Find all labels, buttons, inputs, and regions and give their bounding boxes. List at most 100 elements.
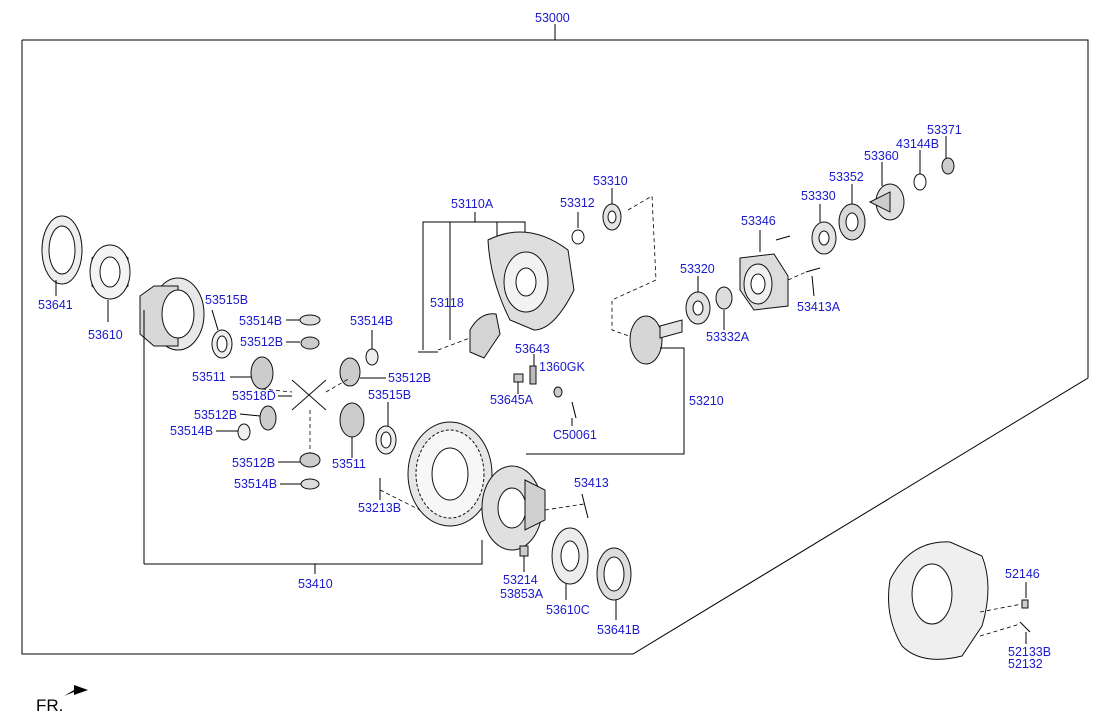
label-53511-a[interactable]: 53511 [192,370,226,384]
axle-housing-inset[interactable] [888,541,989,660]
label-53853A[interactable]: 53853A [500,587,544,601]
guide-line [379,489,421,511]
o-ring-43144B[interactable] [913,173,927,191]
differential-case-flange[interactable] [481,465,546,551]
label-1360GK[interactable]: 1360GK [539,360,586,374]
label-53413[interactable]: 53413 [574,476,609,490]
oil-seal-53352[interactable] [838,203,866,241]
label-53118[interactable]: 53118 [430,296,464,310]
label-43144B[interactable]: 43144B [896,137,939,151]
nut-53371[interactable] [941,157,955,175]
label-53512B-d[interactable]: 53512B [232,456,275,470]
lock-plate-53645A[interactable] [513,373,524,383]
guide-line [979,603,1023,613]
label-53514B-a[interactable]: 53514B [239,314,282,328]
differential-case[interactable] [139,277,205,351]
side-gear-53512B-a[interactable] [300,336,320,350]
label-53312[interactable]: 53312 [560,196,595,210]
bearing-53310[interactable] [602,203,622,231]
label-53610[interactable]: 53610 [88,328,123,342]
label-53352[interactable]: 53352 [829,170,864,184]
label-53512B-c[interactable]: 53512B [194,408,237,422]
guide-line [611,195,657,341]
pinion-gear-53511-a[interactable] [250,356,274,390]
label-53213B[interactable]: 53213B [358,501,401,515]
label-53514B-d[interactable]: 53514B [234,477,277,491]
bolt-53413[interactable] [581,493,589,519]
thrust-washer-53514B-a[interactable] [299,314,321,326]
label-53641[interactable]: 53641 [38,298,73,312]
label-53511-b[interactable]: 53511 [332,457,366,471]
retainer-bolt-top[interactable] [775,235,791,241]
label-53371[interactable]: 53371 [927,123,962,137]
label-52146[interactable]: 52146 [1005,567,1040,581]
label-53512B-a[interactable]: 53512B [240,335,283,349]
side-gear-53512B-d[interactable] [299,452,321,468]
bearing-53610C[interactable] [551,527,589,585]
drain-plug-52133B[interactable] [1019,621,1031,633]
label-53320[interactable]: 53320 [680,262,715,276]
ring-gear-53210[interactable] [407,421,493,527]
side-gear-53512B-c[interactable] [259,405,277,431]
companion-flange-53360[interactable] [868,183,905,221]
washer-hole [216,335,228,353]
washer-1360GK[interactable] [553,386,563,398]
guide-line [437,337,471,351]
leader-53512B-c [239,413,261,417]
leader-53210 [526,347,685,455]
bearing-53610[interactable] [89,244,131,300]
label-52133B[interactable]: 52133B [1008,645,1051,659]
label-53515B-b[interactable]: 53515B [368,388,411,402]
bearing-retainer-53346[interactable] [739,253,789,311]
pinion-shaft-53518D[interactable] [291,379,327,411]
label-C50061[interactable]: C50061 [553,428,597,442]
label-53332A[interactable]: 53332A [706,330,750,344]
bolt-53413A[interactable] [805,267,821,273]
bracket-53110A [422,221,526,350]
label-53514B-b[interactable]: 53514B [350,314,393,328]
bearing-53330[interactable] [811,221,837,255]
pinion-gear-53512B-b[interactable] [339,357,361,387]
label-53000[interactable]: 53000 [535,11,570,25]
washer-53514B-b[interactable] [365,348,379,366]
carrier-housing-53110A[interactable] [487,231,575,331]
bolt-C50061[interactable] [571,401,577,419]
label-52132[interactable]: 52132 [1008,657,1043,671]
spacer-53332A[interactable] [715,286,733,310]
label-53413A[interactable]: 53413A [797,300,841,314]
lock-53643[interactable] [529,365,537,385]
pinion-gear-53511-b[interactable] [339,402,365,438]
label-53518D[interactable]: 53518D [232,389,276,403]
label-53643[interactable]: 53643 [515,342,550,356]
label-53310[interactable]: 53310 [593,174,628,188]
washer-53514B-d[interactable] [300,478,320,490]
label-53512B-b[interactable]: 53512B [388,371,431,385]
bearing-cap-53118[interactable] [469,313,501,359]
label-53330[interactable]: 53330 [801,189,836,203]
bearing-cup-53641B[interactable] [596,547,632,601]
assembly-frame [21,39,1089,655]
bearing-cup-53641[interactable] [41,215,83,285]
bracket-53410 [144,540,483,565]
label-53610C[interactable]: 53610C [546,603,590,617]
guide-line [544,503,585,511]
label-53110A[interactable]: 53110A [451,197,494,211]
label-53515B-top[interactable]: 53515B [205,293,248,307]
nut-53214[interactable] [519,545,529,557]
label-53346[interactable]: 53346 [741,214,776,228]
label-53514B-c[interactable]: 53514B [170,424,213,438]
drive-pinion-53210[interactable] [629,315,683,365]
breather-52146[interactable] [1021,599,1029,609]
label-53360[interactable]: 53360 [864,149,899,163]
washer-53514B-c[interactable] [237,423,251,441]
label-53410[interactable]: 53410 [298,577,333,591]
label-53645A[interactable]: 53645A [490,393,534,407]
label-53214[interactable]: 53214 [503,573,538,587]
label-53641B[interactable]: 53641B [597,623,640,637]
bearing-53320[interactable] [685,291,711,325]
label-53210[interactable]: 53210 [689,394,724,408]
washer-hole [380,431,392,449]
oil-seal-53312[interactable] [571,229,585,245]
guide-line [979,623,1021,637]
guide-line [787,271,807,281]
